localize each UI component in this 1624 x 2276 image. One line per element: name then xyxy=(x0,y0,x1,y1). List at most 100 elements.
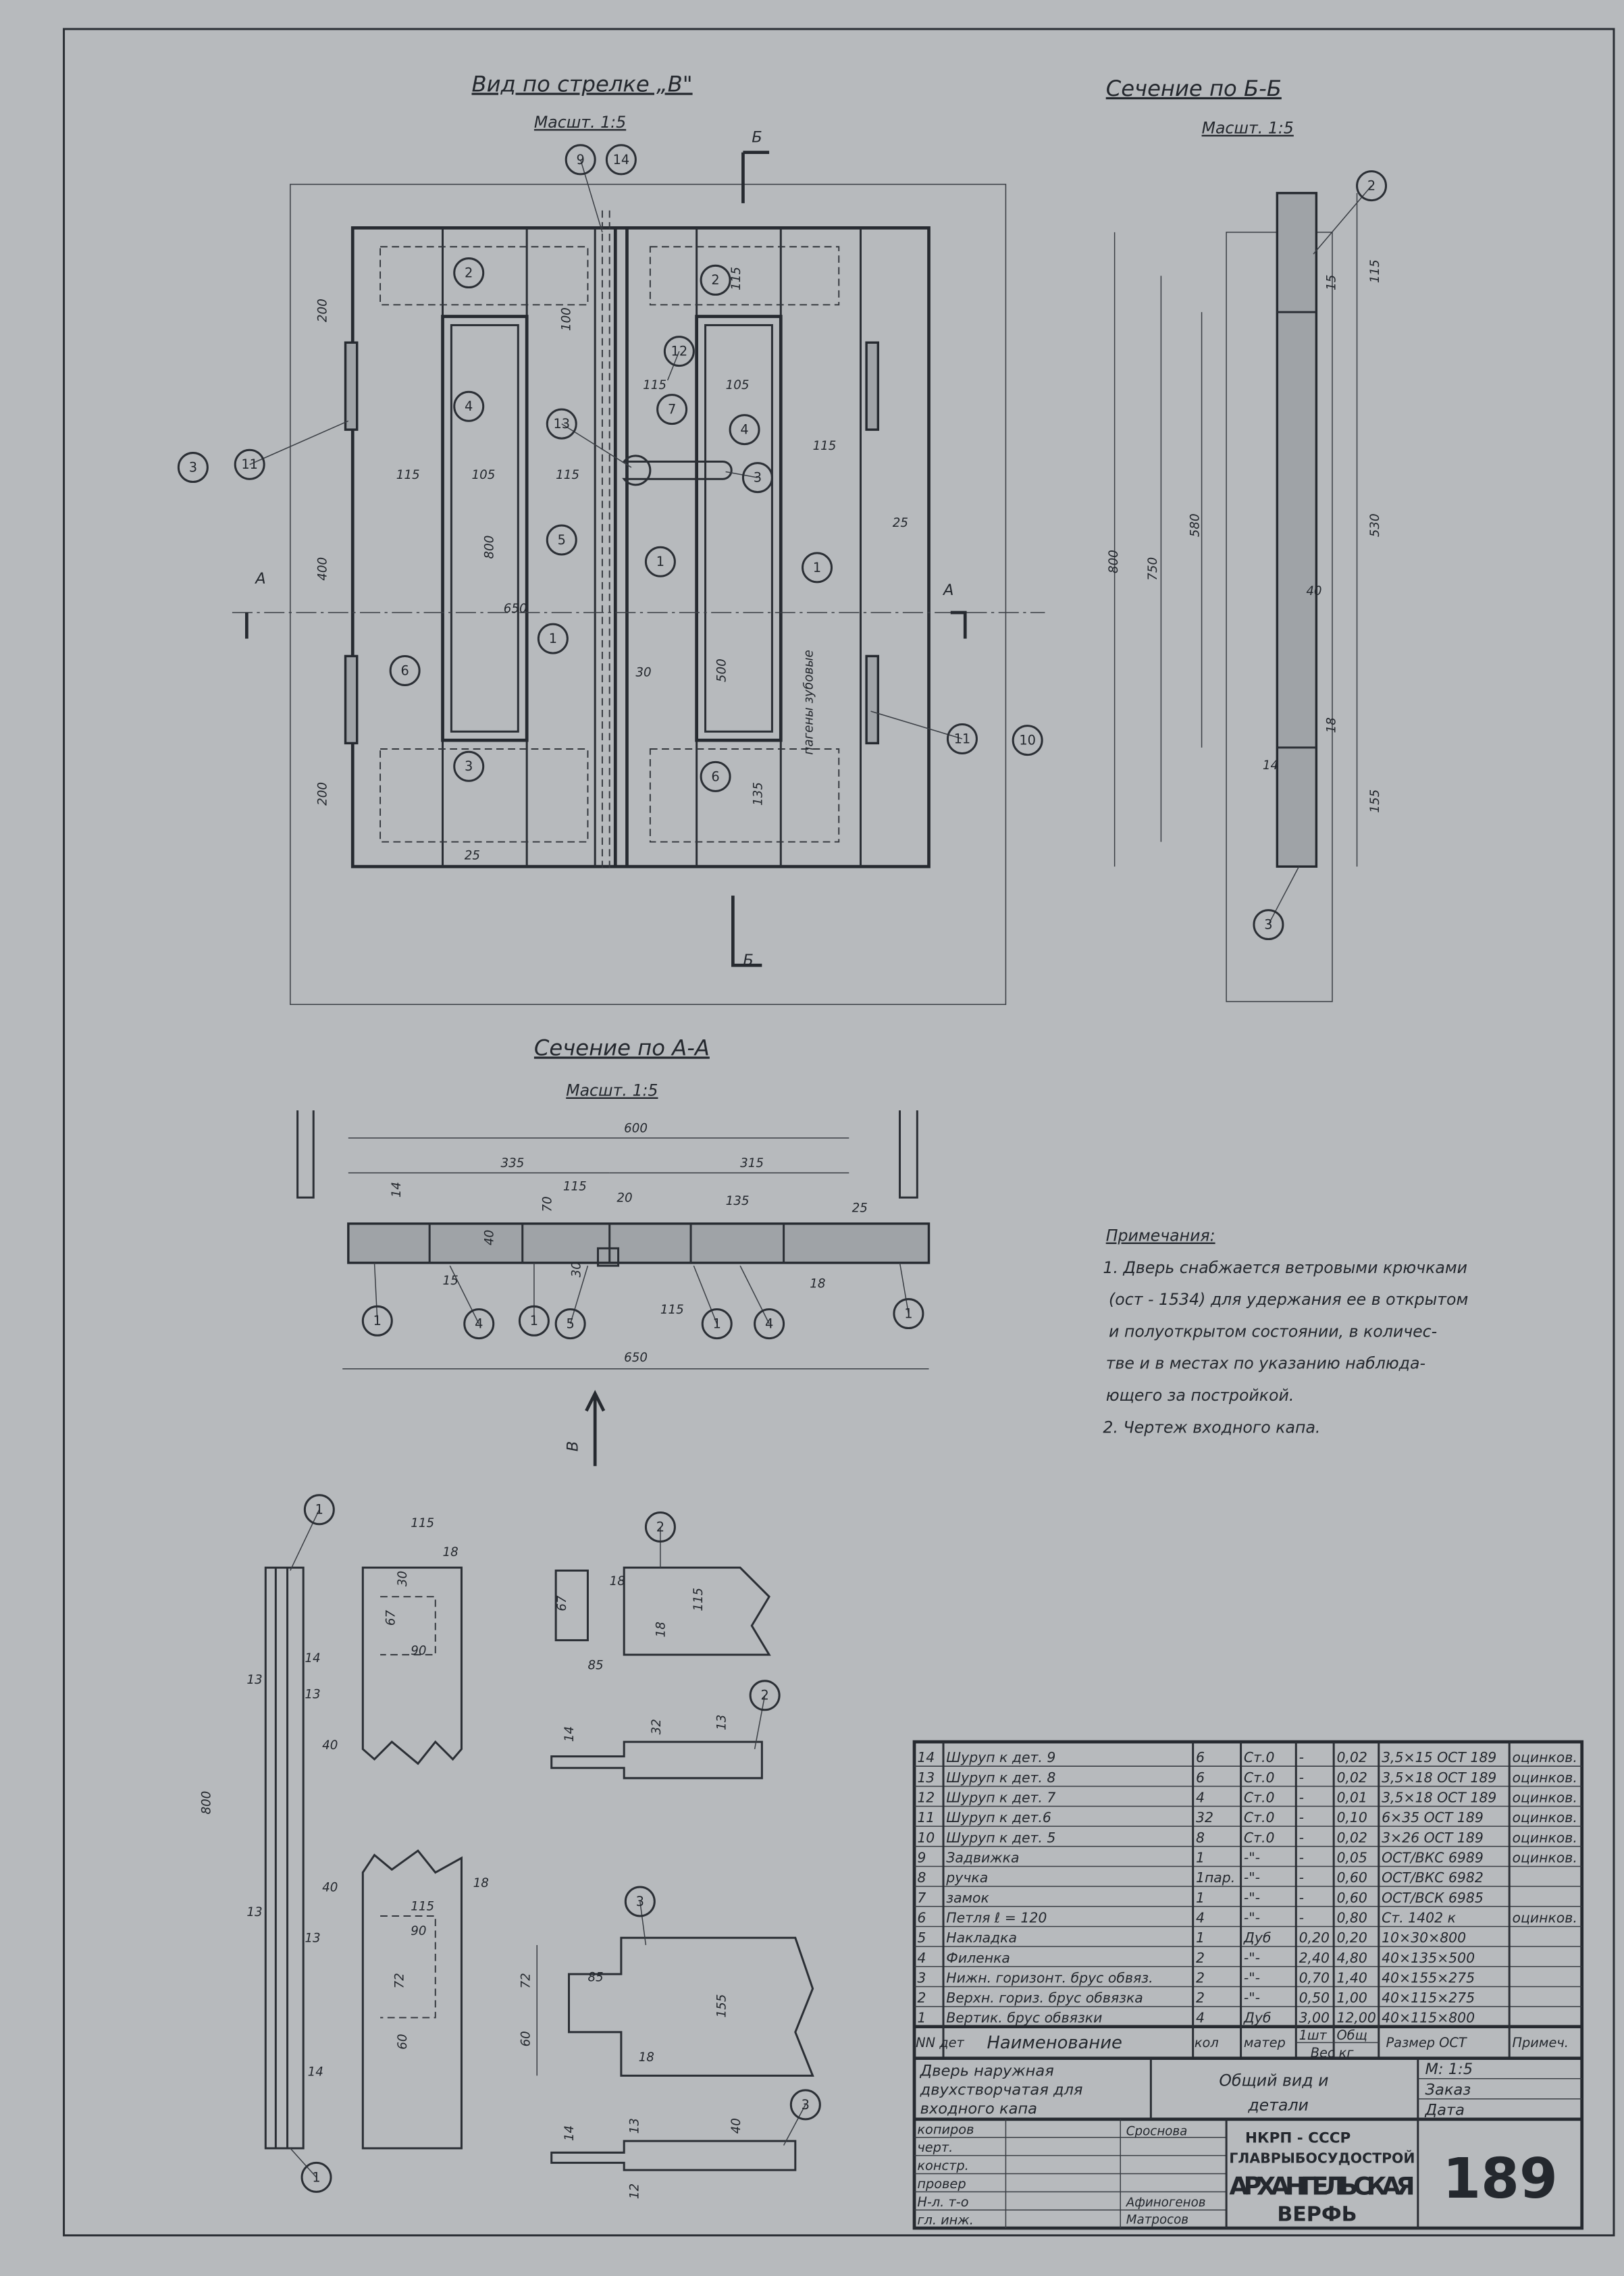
dimension-label: 13 xyxy=(628,2118,642,2133)
note-line: ющего за постройкой. xyxy=(1106,1386,1294,1405)
table-cell: 6 xyxy=(1196,1769,1205,1786)
signature-role: провер xyxy=(917,2176,966,2192)
callout-number: 4 xyxy=(740,422,748,438)
dimension-label: 14 xyxy=(562,1726,577,1742)
dimension-label: 18 xyxy=(810,1276,825,1291)
callout-number: 1 xyxy=(813,560,821,575)
dimension-label: 25 xyxy=(852,1201,868,1216)
dimension-label: 600 xyxy=(624,1121,648,1135)
dimension-label: 67 xyxy=(384,1610,398,1626)
callout-number: 1 xyxy=(530,1313,538,1328)
dimension-label: 13 xyxy=(715,1715,729,1730)
table-cell: оцинков. xyxy=(1513,1809,1577,1826)
table-header-cell: 1шт xyxy=(1299,2027,1328,2043)
dimension-label: 60 xyxy=(519,2031,533,2046)
dimension-label: 115 xyxy=(396,468,420,482)
dimension-label: 72 xyxy=(519,1973,533,1988)
section-bb-title: Сечение по Б-Б xyxy=(1106,76,1282,101)
dimension-label: 14 xyxy=(390,1182,404,1197)
main-view-scale: Масшт. 1:5 xyxy=(534,113,626,132)
table-cell: 3 xyxy=(917,1969,926,1986)
dimension-label: 18 xyxy=(1324,717,1338,733)
callout-number: 4 xyxy=(475,1316,483,1332)
callout-number: 4 xyxy=(765,1316,773,1332)
callout-number: 11 xyxy=(241,457,258,472)
dimension-label: 18 xyxy=(473,1876,489,1890)
dimension-label: 72 xyxy=(392,1973,407,1988)
dimension-label: 315 xyxy=(740,1156,764,1170)
dimension-label: 650 xyxy=(504,602,527,616)
dimension-label: 90 xyxy=(411,1644,426,1658)
table-cell: Шуруп к дет. 9 xyxy=(946,1749,1055,1765)
dimension-label: 18 xyxy=(610,1574,625,1588)
callout-balloon: 11 xyxy=(870,710,978,754)
dimension-label: 25 xyxy=(465,848,480,862)
callout-number: 6 xyxy=(400,663,409,678)
callout-balloon: 9 xyxy=(565,144,603,233)
callout-balloon: 2 xyxy=(700,264,731,296)
table-cell: 2,40 xyxy=(1299,1950,1330,1966)
dimension-label: 115 xyxy=(813,439,837,453)
table-cell: 0,05 xyxy=(1336,1849,1367,1865)
table-cell: 1,00 xyxy=(1336,1990,1367,2006)
table-cell: 10×30×800 xyxy=(1382,1930,1466,1946)
dimension-label: 115 xyxy=(643,378,666,392)
table-cell: 11 xyxy=(917,1809,935,1826)
section-aa-scale: Масшт. 1:5 xyxy=(566,1081,658,1100)
table-cell: 0,02 xyxy=(1336,1749,1367,1765)
dimension-label: 14 xyxy=(305,1651,320,1665)
callout-number: 7 xyxy=(668,402,676,417)
dimension-label: 25 xyxy=(893,516,908,530)
callout-balloon: 2 xyxy=(749,1680,781,1749)
table-cell: -"- xyxy=(1244,1969,1260,1986)
note-line: 1. Дверь снабжается ветровыми крючками xyxy=(1103,1258,1467,1277)
dimension-label: 400 xyxy=(316,557,330,581)
section-aa-view: В xyxy=(296,1110,931,1466)
callout-balloon: 4 xyxy=(729,414,760,446)
table-cell: 0,60 xyxy=(1336,1890,1367,1906)
table-cell: 0,20 xyxy=(1336,1930,1367,1946)
section-bb-view xyxy=(1114,192,1358,1002)
signature-role: констр. xyxy=(917,2158,968,2173)
table-cell: ОСТ/ВКС 6989 xyxy=(1382,1849,1484,1865)
dimension-label: 500 xyxy=(715,658,729,682)
section-mark-b-bottom: Б xyxy=(743,952,753,969)
callout-number: 10 xyxy=(1019,733,1036,748)
table-cell: - xyxy=(1299,1849,1304,1865)
section-mark-a-left: А xyxy=(254,570,265,588)
callout-number: 1 xyxy=(315,1502,323,1518)
table-cell: Петля ℓ = 120 xyxy=(946,1909,1047,1925)
table-cell: 0,60 xyxy=(1336,1869,1367,1886)
dimension-label: 115 xyxy=(660,1303,684,1317)
object-name-line: Дверь наружная xyxy=(920,2062,1054,2079)
table-cell: ОСТ/ВКС 6982 xyxy=(1382,1869,1484,1886)
table-cell: 40×115×800 xyxy=(1382,2010,1475,2026)
table-cell: 0,50 xyxy=(1299,1990,1330,2006)
callout-balloon: 5 xyxy=(554,1265,589,1340)
callout-balloon: 2 xyxy=(453,257,485,289)
callout-number: 4 xyxy=(465,398,473,414)
signature-role: черт. xyxy=(917,2140,953,2155)
dimension-label: 650 xyxy=(624,1351,648,1365)
dimension-label: 60 xyxy=(396,2034,410,2049)
table-cell: 2 xyxy=(917,1990,926,2006)
sheet-title-line: детали xyxy=(1247,2096,1309,2115)
callout-balloon: 1 xyxy=(693,1265,733,1340)
table-header-cell: кол xyxy=(1195,2035,1219,2050)
table-cell: 13 xyxy=(917,1769,935,1786)
callout-balloon: 3 xyxy=(177,452,209,484)
dimension-label: 750 xyxy=(1146,557,1160,581)
table-cell: Шуруп к дет. 5 xyxy=(946,1830,1055,1846)
callout-balloon: 11 xyxy=(234,420,349,480)
org-yard-2: ВЕРФЬ xyxy=(1277,2202,1357,2226)
callout-number: 5 xyxy=(558,532,566,548)
callout-balloon: 3 xyxy=(1253,866,1300,941)
dimension-label: 115 xyxy=(1368,259,1382,283)
